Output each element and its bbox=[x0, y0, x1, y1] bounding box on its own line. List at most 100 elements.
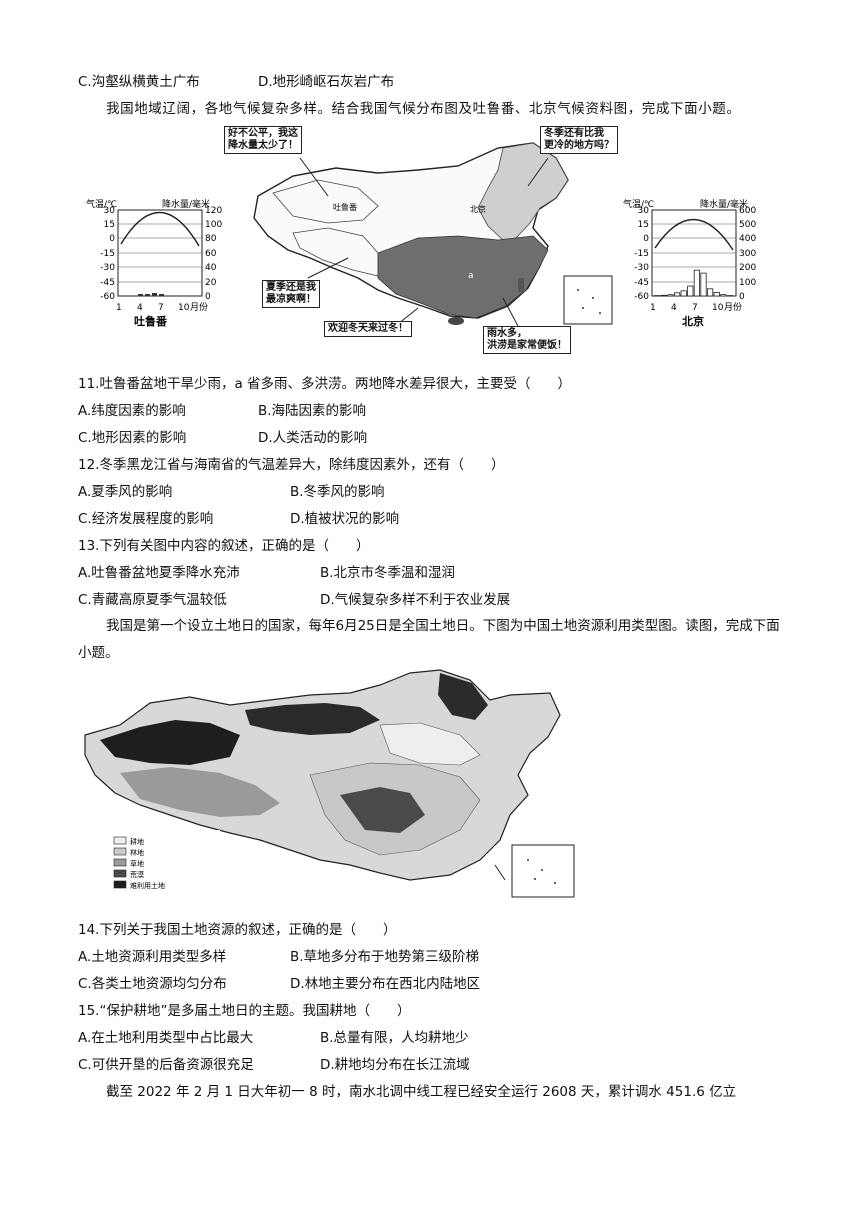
legend-item: 荒漠 bbox=[130, 870, 144, 879]
q13-option-d: D.气候复杂多样不利于农业发展 bbox=[320, 592, 511, 608]
q13-stem: 13.下列有关图中内容的叙述，正确的是（ ） bbox=[78, 538, 370, 554]
beijing-month-tick: 7 bbox=[692, 303, 698, 313]
beijing-month-unit: 月份 bbox=[724, 301, 742, 313]
option-c-top: C.沟壑纵横黄土广布 bbox=[78, 74, 200, 90]
option-d-top: D.地形崎岖石灰岩广布 bbox=[258, 74, 395, 90]
turpan-precip-tick: 40 bbox=[205, 263, 217, 273]
beijing-temp-tick: 0 bbox=[643, 234, 649, 244]
q15-option-a: A.在土地利用类型中占比最大 bbox=[78, 1030, 254, 1046]
q15-option-b: B.总量有限，人均耕地少 bbox=[320, 1030, 469, 1046]
q12-option-b: B.冬季风的影响 bbox=[290, 484, 385, 500]
turpan-month-tick: 7 bbox=[158, 303, 164, 313]
beijing-precip-tick: 200 bbox=[739, 263, 756, 273]
beijing-temp-tick: -30 bbox=[634, 263, 649, 273]
landuse-legend: 耕地 林地 草地 荒漠 难利用土地 bbox=[113, 836, 165, 890]
beijing-precip-bar bbox=[667, 294, 674, 297]
turpan-precip-tick: 100 bbox=[205, 220, 222, 230]
turpan-temp-tick: 15 bbox=[104, 220, 115, 230]
caption-bottom-right: 雨水多， 洪涝是家常便饭！ bbox=[483, 326, 571, 354]
q13-option-b: B.北京市冬季温和湿润 bbox=[320, 565, 456, 581]
turpan-temp-tick: -60 bbox=[100, 292, 115, 302]
legend-item: 林地 bbox=[130, 848, 144, 857]
beijing-precip-bar bbox=[693, 269, 701, 297]
beijing-precip-bars bbox=[654, 269, 734, 297]
intro-landuse: 我国是第一个设立土地日的国家，每年6月25日是全国土地日。下图为中国土地资源利用… bbox=[78, 618, 780, 661]
turpan-temp-tick: -30 bbox=[100, 263, 115, 273]
beijing-precip-axis-label: 降水量/毫米 bbox=[700, 198, 748, 210]
legend-item: 难利用土地 bbox=[130, 881, 165, 890]
beijing-precip-bar bbox=[707, 288, 714, 297]
beijing-precip-tick: 0 bbox=[739, 292, 745, 302]
beijing-temp-curve bbox=[654, 218, 734, 251]
q14-option-b: B.草地多分布于地势第三级阶梯 bbox=[290, 949, 480, 965]
beijing-temp-tick: -60 bbox=[634, 292, 649, 302]
turpan-month-tick: 4 bbox=[137, 303, 143, 313]
beijing-chart-title: 北京 bbox=[682, 314, 704, 328]
beijing-precip-bar bbox=[720, 294, 727, 297]
caption-bottom-mid: 欢迎冬天来过冬！ bbox=[324, 321, 412, 337]
q11-stem: 11.吐鲁番盆地干旱少雨，a 省多雨、多洪涝。两地降水差异很大，主要受（ ） bbox=[78, 376, 572, 392]
q15-stem: 15.“保护耕地”是多届土地日的主题。我国耕地（ ） bbox=[78, 1003, 411, 1019]
caption-top-left: 好不公平，我这 降水量太少了！ bbox=[224, 126, 302, 154]
climate-figure-svg: 气温/℃ 降水量/毫米 30 15 0 -15 -30 -45 -60 120 … bbox=[86, 142, 756, 329]
turpan-temp-curve bbox=[120, 211, 200, 247]
beijing-precip-bar bbox=[713, 291, 720, 297]
q15-option-c: C.可供开垦的后备资源很充足 bbox=[78, 1057, 254, 1073]
q11-option-b: B.海陆因素的影响 bbox=[258, 403, 367, 419]
turpan-precip-axis-label: 降水量/毫米 bbox=[162, 198, 210, 210]
climate-figure: 气温/℃ 降水量/毫米 30 15 0 -15 -30 -45 -60 120 … bbox=[78, 118, 778, 363]
caption-mid-left: 夏季还是我 最凉爽啊！ bbox=[262, 280, 320, 308]
turpan-month-tick: 1 bbox=[116, 303, 122, 313]
turpan-month-tick: 10 bbox=[178, 303, 190, 313]
q15-option-d: D.耕地均分布在长江流域 bbox=[320, 1057, 470, 1073]
turpan-month-unit: 月份 bbox=[190, 301, 208, 313]
q11-option-a: A.纬度因素的影响 bbox=[78, 403, 186, 419]
q13-option-c: C.青藏高原夏季气温较低 bbox=[78, 592, 227, 608]
beijing-precip-tick: 500 bbox=[739, 220, 756, 230]
q12-option-d: D.植被状况的影响 bbox=[290, 511, 400, 527]
turpan-precip-tick: 0 bbox=[205, 292, 211, 302]
beijing-precip-tick: 400 bbox=[739, 234, 756, 244]
landuse-map-svg: 耕地 林地 草地 荒漠 难利用土地 bbox=[84, 669, 575, 898]
china-climate-map: 吐鲁番 北京 a bbox=[253, 142, 613, 329]
legend-item: 草地 bbox=[130, 859, 144, 868]
map-label-turpan: 吐鲁番 bbox=[333, 202, 357, 212]
q12-stem: 12.冬季黑龙江省与海南省的气温差异大，除纬度因素外，还有（ ） bbox=[78, 457, 505, 473]
turpan-precip-tick: 120 bbox=[205, 206, 222, 216]
turpan-temp-axis-label: 气温/℃ bbox=[86, 198, 117, 210]
turpan-temp-tick: 0 bbox=[109, 234, 115, 244]
turpan-precip-tick: 80 bbox=[205, 234, 217, 244]
intro-climate: 我国地域辽阔，各地气候复杂多样。结合我国气候分布图及吐鲁番、北京气候资料图，完成… bbox=[106, 101, 741, 117]
legend-item: 耕地 bbox=[130, 837, 144, 846]
beijing-month-tick: 4 bbox=[671, 303, 677, 313]
q11-option-d: D.人类活动的影响 bbox=[258, 430, 368, 446]
beijing-precip-bar bbox=[687, 285, 694, 297]
q12-option-c: C.经济发展程度的影响 bbox=[78, 511, 214, 527]
turpan-climate-chart: 气温/℃ 降水量/毫米 30 15 0 -15 -30 -45 -60 120 … bbox=[86, 198, 222, 328]
turpan-temp-tick: -45 bbox=[100, 278, 115, 288]
q14-option-c: C.各类土地资源均匀分布 bbox=[78, 976, 227, 992]
beijing-temp-tick: -15 bbox=[634, 249, 649, 259]
beijing-month-tick: 10 bbox=[712, 303, 724, 313]
beijing-temp-tick: 15 bbox=[638, 220, 649, 230]
q11-option-c: C.地形因素的影响 bbox=[78, 430, 187, 446]
beijing-precip-tick: 600 bbox=[739, 206, 756, 216]
turpan-chart-title: 吐鲁番 bbox=[134, 314, 168, 328]
q14-option-a: A.土地资源利用类型多样 bbox=[78, 949, 227, 965]
turpan-temp-tick: -15 bbox=[100, 249, 115, 259]
landuse-map-figure: 耕地 林地 草地 荒漠 难利用土地 bbox=[80, 665, 585, 903]
q14-stem: 14.下列关于我国土地资源的叙述，正确的是（ ） bbox=[78, 922, 397, 938]
beijing-precip-bar bbox=[700, 272, 707, 297]
beijing-precip-tick: 100 bbox=[739, 278, 756, 288]
caption-top-right: 冬季还有比我 更冷的地方吗？ bbox=[540, 126, 618, 154]
turpan-precip-tick: 60 bbox=[205, 249, 217, 259]
beijing-precip-bar bbox=[660, 294, 668, 297]
beijing-month-tick: 1 bbox=[650, 303, 656, 313]
turpan-precip-tick: 20 bbox=[205, 278, 217, 288]
q12-option-a: A.夏季风的影响 bbox=[78, 484, 173, 500]
map-label-a: a bbox=[468, 271, 474, 281]
beijing-precip-bar bbox=[674, 292, 681, 297]
beijing-temp-tick: 30 bbox=[638, 206, 650, 216]
q14-option-d: D.林地主要分布在西北内陆地区 bbox=[290, 976, 481, 992]
beijing-precip-bar bbox=[680, 290, 687, 297]
